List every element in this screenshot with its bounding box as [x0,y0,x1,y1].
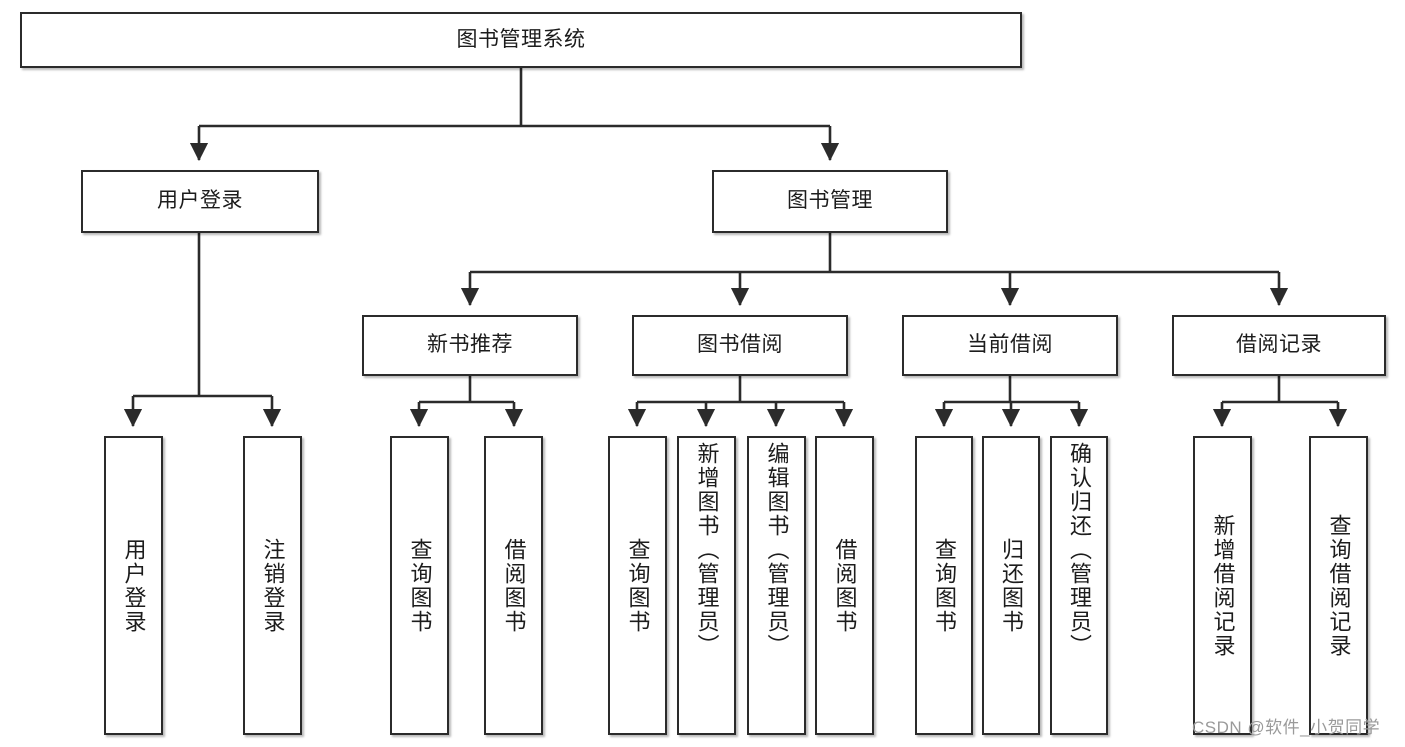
leaf-logout-label: 注销登录 [260,537,286,634]
leaf-current-query-book-label: 查询图书 [932,537,957,634]
node-book-management-label: 图书管理 [787,189,873,213]
node-borrow-records-label: 借阅记录 [1236,333,1322,357]
node-current-borrow[interactable]: 当前借阅 [902,315,1118,376]
node-book-management[interactable]: 图书管理 [712,170,948,233]
leaf-current-confirm-return-label: 确认归还（管理员） [1067,442,1092,658]
node-book-borrow[interactable]: 图书借阅 [632,315,848,376]
leaf-logout[interactable]: 注销登录 [243,436,302,735]
node-current-borrow-label: 当前借阅 [967,333,1053,357]
leaf-borrow-edit-book[interactable]: 编辑图书（管理员） [747,436,806,735]
leaf-borrow-query-book-label: 查询图书 [625,537,651,634]
leaf-borrow-borrow-book-label: 借阅图书 [832,537,858,634]
leaf-records-query-record-label: 查询借阅记录 [1326,513,1352,658]
node-new-book-recommend[interactable]: 新书推荐 [362,315,578,376]
leaf-user-login-label: 用户登录 [121,537,147,634]
leaf-borrow-add-book-label: 新增图书（管理员） [694,442,720,658]
leaf-borrow-edit-book-label: 编辑图书（管理员） [764,442,790,658]
leaf-records-query-record[interactable]: 查询借阅记录 [1309,436,1368,735]
leaf-recommend-query-book[interactable]: 查询图书 [390,436,449,735]
leaf-user-login[interactable]: 用户登录 [104,436,163,735]
leaf-records-add-record-label: 新增借阅记录 [1210,513,1236,658]
leaf-recommend-borrow-book[interactable]: 借阅图书 [484,436,543,735]
leaf-current-query-book[interactable]: 查询图书 [915,436,973,735]
leaf-borrow-borrow-book[interactable]: 借阅图书 [815,436,874,735]
node-book-borrow-label: 图书借阅 [697,333,783,357]
leaf-recommend-query-book-label: 查询图书 [407,537,433,634]
node-user-login[interactable]: 用户登录 [81,170,319,233]
leaf-borrow-add-book[interactable]: 新增图书（管理员） [677,436,736,735]
leaf-current-confirm-return[interactable]: 确认归还（管理员） [1050,436,1108,735]
node-borrow-records[interactable]: 借阅记录 [1172,315,1386,376]
leaf-current-return-book[interactable]: 归还图书 [982,436,1040,735]
leaf-borrow-query-book[interactable]: 查询图书 [608,436,667,735]
leaf-recommend-borrow-book-label: 借阅图书 [501,537,527,634]
leaf-current-return-book-label: 归还图书 [999,537,1024,634]
node-user-login-label: 用户登录 [157,189,243,213]
leaf-records-add-record[interactable]: 新增借阅记录 [1193,436,1252,735]
node-root-label: 图书管理系统 [456,27,586,51]
node-new-book-recommend-label: 新书推荐 [427,333,513,357]
node-root[interactable]: 图书管理系统 [20,12,1022,68]
